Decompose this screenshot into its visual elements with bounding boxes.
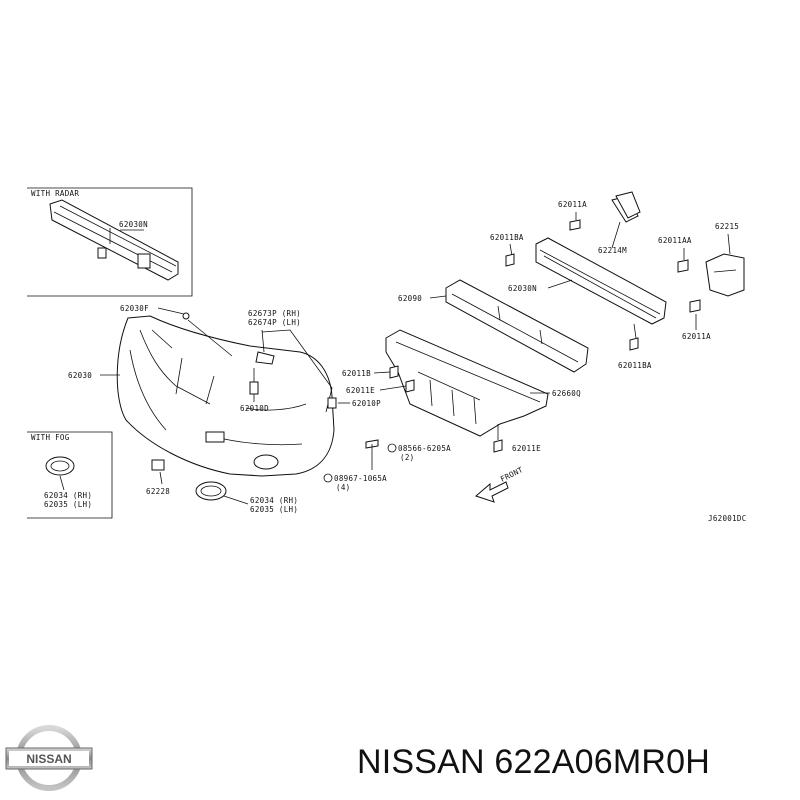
absorber-62090 (445, 279, 589, 373)
label-62035: 62035 (LH) (250, 505, 298, 514)
inset-reinforcement-beam (49, 199, 179, 281)
label-62035-fog: 62035 (LH) (44, 500, 92, 509)
label-62660q: 62660Q (552, 389, 581, 398)
label-62011e-right: 62011E (512, 444, 541, 453)
label-62011aa: 62011AA (658, 236, 692, 245)
reinforcement-62030n (535, 237, 667, 325)
with-fog-inset: WITH FOG 62034 (RH) 62035 (LH) (27, 431, 113, 519)
label-08566-qty: (2) (400, 453, 414, 462)
label-62011a-top: 62011A (558, 200, 587, 209)
label-62030f: 62030F (120, 304, 149, 313)
label-62090: 62090 (398, 294, 422, 303)
fog-lamp-bezel (195, 481, 227, 501)
diagram-code: J62001DC (708, 514, 747, 523)
bumper-fascia (116, 315, 335, 477)
with-fog-label: WITH FOG (31, 433, 70, 442)
label-62011b: 62011B (342, 369, 371, 378)
bumper-stay (385, 329, 549, 437)
energy-absorber (445, 279, 589, 373)
label-62011ba-top: 62011BA (490, 233, 524, 242)
fog-opening (253, 454, 279, 470)
label-62674p: 62674P (LH) (248, 318, 301, 327)
front-arrow: FRONT (475, 465, 525, 503)
label-08566: 08566-6205A (398, 444, 451, 453)
label-08967: 08967-1065A (334, 474, 387, 483)
with-radar-inset: WITH RADAR 62030N (27, 187, 193, 297)
nut-62011ba-top (505, 253, 515, 267)
label-62034: 62034 (RH) (250, 496, 298, 505)
bumper-fascia-shape (116, 315, 335, 477)
clip-62030f (182, 312, 190, 320)
label-62030n-inset: 62030N (119, 220, 148, 229)
bracket-62215 (705, 253, 745, 297)
bracket-62673p (255, 351, 275, 365)
clip-62010p (327, 397, 337, 409)
part-number-caption: NISSAN 622A06MR0H (357, 743, 710, 781)
nissan-logo: NISSAN (5, 725, 93, 791)
nut-62011e-right (493, 439, 503, 453)
bolt-62011aa (677, 259, 689, 273)
label-62214m: 62214M (598, 246, 627, 255)
bumper-reinforcement (535, 191, 745, 325)
label-62011e-left: 62011E (346, 386, 375, 395)
label-62030n: 62030N (508, 284, 537, 293)
circle-marker-08566 (387, 443, 397, 453)
part-62228 (151, 459, 165, 471)
label-62673p: 62673P (RH) (248, 309, 301, 318)
front-arrow-icon (475, 481, 509, 503)
bolt-62011a-right (689, 299, 701, 313)
bracket-62214m-back (615, 191, 641, 219)
fog-lamp-bezel-fog (45, 456, 75, 476)
label-62011ba-bottom: 62011BA (618, 361, 652, 370)
beam-tab (97, 247, 107, 259)
circle-marker-08967 (323, 473, 333, 483)
label-62228: 62228 (146, 487, 170, 496)
label-62034-fog: 62034 (RH) (44, 491, 92, 500)
label-08967-qty: (4) (336, 483, 350, 492)
label-62215: 62215 (715, 222, 739, 231)
nissan-logo-text: NISSAN (26, 752, 71, 766)
nut-62011ba-bottom (629, 337, 639, 351)
bolt-62011a-top (569, 219, 581, 231)
lower-grille-slot (205, 431, 225, 443)
radar-bracket (137, 253, 151, 269)
with-radar-label: WITH RADAR (31, 189, 79, 198)
label-62011a-right: 62011A (682, 332, 711, 341)
front-label: FRONT (499, 465, 525, 484)
stay-62660q (385, 329, 549, 437)
nut-62011b (389, 365, 399, 379)
label-62010d: 62010D (240, 404, 269, 413)
label-62030: 62030 (68, 371, 92, 380)
nut-62011e-left (405, 379, 415, 393)
clip-62010d (249, 381, 259, 395)
label-62010p: 62010P (352, 399, 381, 408)
